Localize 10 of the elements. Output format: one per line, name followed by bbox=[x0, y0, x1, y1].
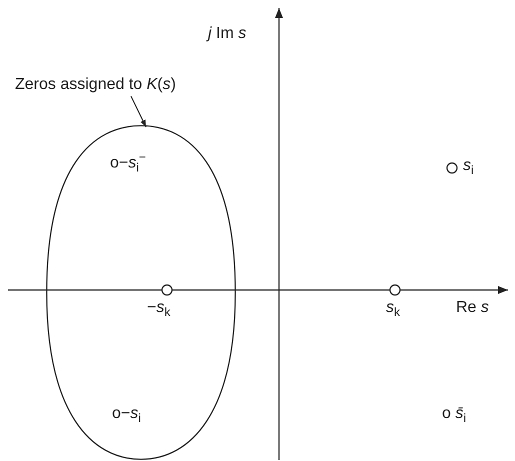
contour-curve bbox=[46, 125, 236, 460]
axis-label: j Im s bbox=[208, 24, 246, 44]
zero-label: −s$_{k}$ bbox=[147, 298, 170, 320]
axis-label: Re s bbox=[456, 298, 489, 318]
leader-arrow bbox=[130, 96, 146, 128]
zero-label: o−s$_{i}$ bbox=[112, 404, 141, 426]
zero-label: o s̄$_{i}$ bbox=[442, 404, 466, 426]
zero-label: s$_{k}$ bbox=[386, 298, 400, 320]
zero-label: s$_{i}$ bbox=[463, 156, 474, 178]
annotation-label: Zeros assigned to K(s) bbox=[15, 75, 176, 94]
